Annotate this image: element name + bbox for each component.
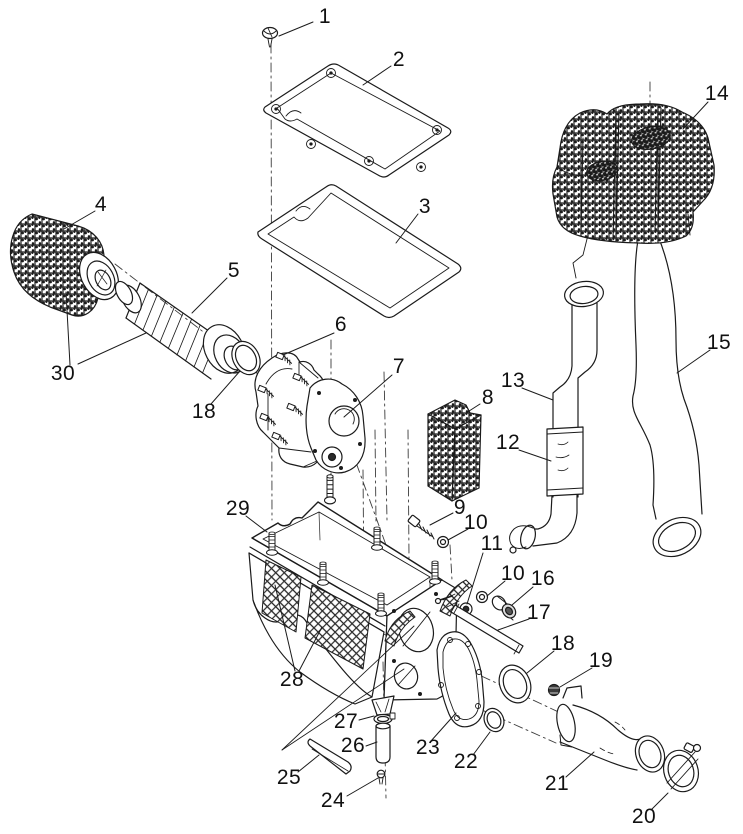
callout-20: 20 — [631, 805, 657, 828]
callout-19: 19 — [588, 649, 614, 672]
part-25-tube — [307, 738, 352, 775]
part-24-bolt — [376, 769, 386, 785]
part-10-nut-upper — [436, 535, 450, 549]
callout-8: 8 — [481, 386, 495, 409]
callout-16: 16 — [530, 567, 556, 590]
callout-10: 10 — [463, 511, 489, 534]
part-19-nut — [547, 683, 561, 697]
part-5-filter-element — [114, 280, 247, 380]
part-10-nut-lower — [475, 590, 489, 604]
part-13-intake-tube — [509, 280, 605, 554]
callout-24: 24 — [320, 789, 346, 812]
callout-1: 1 — [318, 5, 332, 28]
callout-18b: 18 — [550, 632, 576, 655]
callout-17: 17 — [526, 601, 552, 624]
part-26-drain-hose — [375, 722, 391, 764]
callout-10b: 10 — [500, 562, 526, 585]
part-4-foam-sleeve — [10, 213, 120, 317]
callout-22: 22 — [453, 750, 479, 773]
part-23-cover-plate — [436, 631, 485, 728]
part-7-adapter-flange — [256, 351, 366, 474]
callout-25: 25 — [276, 766, 302, 789]
part-16-spacer — [491, 595, 517, 621]
callout-13: 13 — [500, 369, 526, 392]
callout-14: 14 — [704, 82, 730, 105]
part-12-sleeve — [546, 426, 584, 497]
part-20-clamp — [662, 742, 702, 793]
callout-11: 11 — [480, 532, 504, 555]
callout-27: 27 — [333, 710, 359, 733]
part-21-boot — [556, 685, 666, 773]
callout-23: 23 — [415, 736, 441, 759]
callout-21: 21 — [544, 772, 570, 795]
part-14-silencer-foam — [551, 103, 715, 279]
callout-3: 3 — [418, 195, 432, 218]
part-22-oring-small — [483, 707, 505, 733]
leader-lines — [63, 21, 711, 811]
part-9-bolt — [407, 514, 435, 540]
callout-2: 2 — [392, 48, 406, 71]
part-3-gasket — [257, 184, 462, 319]
callout-29: 29 — [225, 497, 251, 520]
callout-30: 30 — [50, 362, 76, 385]
callout-28: 28 — [279, 668, 305, 691]
callout-26: 26 — [340, 734, 366, 757]
part-27-clamp-small — [373, 712, 396, 725]
callout-7: 7 — [392, 355, 406, 378]
callout-6: 6 — [334, 313, 348, 336]
part-17-rod — [450, 603, 524, 655]
construction-lines — [281, 625, 415, 751]
callout-9: 9 — [453, 496, 467, 519]
callout-15: 15 — [706, 331, 732, 354]
part-18-oring-left — [231, 340, 261, 376]
callout-5: 5 — [227, 259, 241, 282]
part-18-oring-right — [498, 664, 532, 704]
part-15-outlet-tube — [631, 227, 703, 558]
callout-4: 4 — [94, 193, 108, 216]
part-29-28-airbox — [248, 474, 473, 716]
part-1-screw — [261, 26, 279, 48]
callout-18: 18 — [191, 400, 217, 423]
part-2-cover-plate — [263, 63, 452, 178]
part-8-foam-block — [427, 399, 482, 502]
callout-12: 12 — [495, 431, 521, 454]
